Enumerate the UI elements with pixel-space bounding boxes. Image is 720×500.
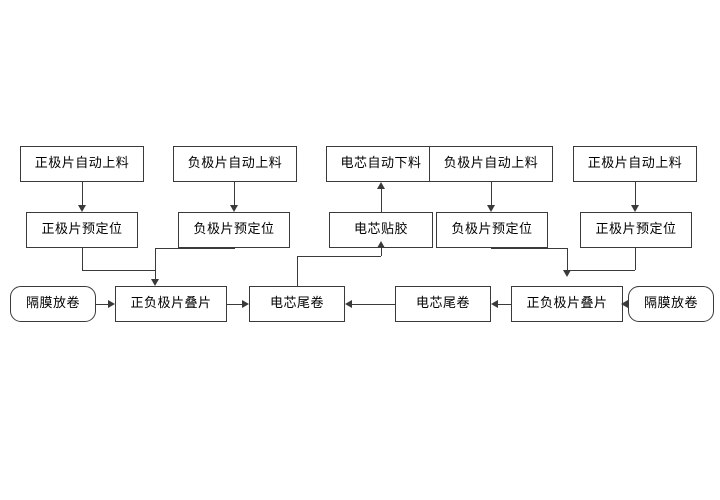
node-negative-electrode-prealign-left: 负极片预定位 (178, 212, 290, 248)
connector-tail-left-to-taping-run (297, 256, 381, 257)
connector-feed-to-prealign-pos-right (635, 182, 636, 205)
connector-prealign-pos-left-run (82, 270, 155, 271)
connector-tail-left-to-taping-riser (381, 248, 382, 256)
connector-feed-to-prealign-neg-left (234, 182, 235, 205)
connector-stack-right-to-tail-right (498, 304, 511, 305)
connector-prealign-neg-left-drop (155, 248, 156, 270)
connector-feed-to-prealign-neg-right (491, 182, 492, 205)
arrowhead-stack-left-to-tail-left (242, 300, 249, 308)
connector-prealign-neg-right-riser (491, 248, 492, 249)
arrowhead-feed-to-prealign-neg-left (230, 205, 238, 212)
connector-prealign-pos-right-run (567, 270, 635, 271)
node-cell-tail-winding-left: 电芯尾卷 (249, 286, 345, 322)
arrowhead-separator-right-to-stack (621, 300, 628, 308)
arrowhead-taping-to-unload (377, 182, 385, 189)
connector-prealign-neg-left-run (155, 248, 234, 249)
connector-taping-to-unload (381, 189, 382, 212)
node-negative-electrode-prealign-right: 负极片预定位 (436, 212, 548, 248)
connector-feed-to-prealign-pos-left (82, 182, 83, 205)
arrowhead-feed-to-prealign-pos-right (631, 205, 639, 212)
node-cell-tail-winding-right: 电芯尾卷 (395, 286, 491, 322)
arrowhead-prealign-pos-left-into-stack (151, 279, 159, 286)
connector-prealign-neg-right-drop (567, 248, 568, 270)
arrowhead-stack-right-to-tail-right (491, 300, 498, 308)
connector-prealign-pos-right-drop (635, 248, 636, 270)
arrowhead-separator-left-to-stack (108, 300, 115, 308)
connector-tail-right-to-tail-left (352, 304, 395, 305)
node-positive-electrode-prealign-right: 正极片预定位 (580, 212, 692, 248)
node-negative-electrode-auto-feed-right: 负极片自动上料 (429, 146, 553, 182)
connector-tail-left-to-taping (297, 256, 298, 286)
arrowhead-prealign-neg-right-into-stack (563, 270, 571, 277)
arrowhead-tail-right-to-tail-left (345, 300, 352, 308)
node-positive-electrode-prealign-left: 正极片预定位 (26, 212, 138, 248)
node-separator-unwind-left: 隔膜放卷 (10, 286, 96, 322)
node-electrode-stacking-right: 正负极片叠片 (511, 286, 623, 322)
connector-prealign-neg-left-riser (234, 248, 235, 249)
node-cell-auto-unload: 电芯自动下料 (326, 146, 436, 182)
connector-prealign-pos-left-into-stack (155, 270, 156, 279)
arrowhead-feed-to-prealign-neg-right (487, 205, 495, 212)
node-positive-electrode-auto-feed-left: 正极片自动上料 (20, 146, 144, 182)
connector-separator-left-to-stack (96, 304, 108, 305)
arrowhead-tail-left-to-taping (377, 241, 385, 248)
connector-prealign-neg-right-run (491, 248, 567, 249)
node-negative-electrode-auto-feed-left: 负极片自动上料 (173, 146, 297, 182)
arrowhead-feed-to-prealign-pos-left (78, 205, 86, 212)
node-positive-electrode-auto-feed-right: 正极片自动上料 (573, 146, 697, 182)
connector-prealign-pos-left-drop (82, 248, 83, 270)
node-electrode-stacking-left: 正负极片叠片 (115, 286, 227, 322)
node-separator-unwind-right: 隔膜放卷 (628, 286, 714, 322)
connector-stack-left-to-tail-left (227, 304, 242, 305)
